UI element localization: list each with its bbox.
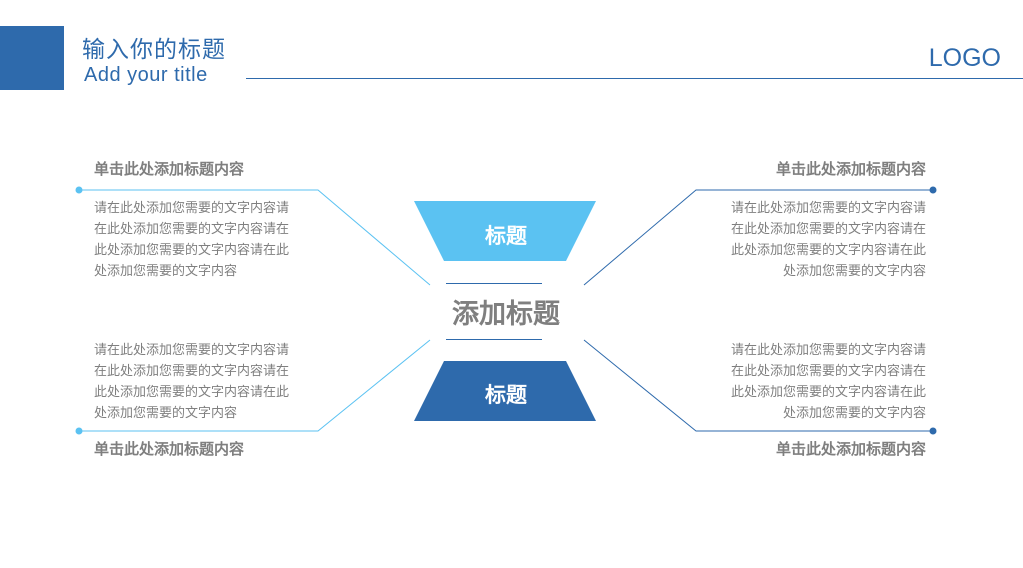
connector-dot-bottom-left [75, 427, 83, 435]
item-body-bottom-left: 请在此处添加您需要的文字内容请在此处添加您需要的文字内容请在此处添加您需要的文字… [94, 343, 290, 421]
connector-line-top-right [583, 189, 933, 286]
page-title-en: Add your title [84, 64, 208, 86]
top-trapezoid [414, 201, 596, 261]
item-body-top-left: 请在此处添加您需要的文字内容请在此处添加您需要的文字内容请在此处添加您需要的文字… [94, 201, 290, 279]
page-title-cn: 输入你的标题 [82, 37, 226, 63]
bottom-trapezoid-label: 标题 [485, 383, 527, 407]
center-title: 添加标题 [452, 299, 560, 330]
item-body-bottom-right: 请在此处添加您需要的文字内容请在此处添加您需要的文字内容请在此处添加您需要的文字… [730, 343, 926, 421]
connector-line-top-left [79, 189, 431, 286]
connector-line-bottom-left [79, 339, 431, 432]
header-divider [246, 78, 1023, 79]
connector-dot-top-right [929, 186, 937, 194]
connector-line-bottom-right [583, 339, 933, 432]
item-heading-bottom-right: 单击此处添加标题内容 [775, 440, 926, 458]
item-heading-bottom-left: 单击此处添加标题内容 [94, 440, 245, 458]
item-heading-top-left: 单击此处添加标题内容 [94, 160, 245, 178]
item-heading-top-right: 单击此处添加标题内容 [775, 160, 926, 178]
connector-dot-top-left [75, 186, 83, 194]
center-rule-bottom [446, 339, 542, 340]
item-body-top-right: 请在此处添加您需要的文字内容请在此处添加您需要的文字内容请在此处添加您需要的文字… [730, 201, 926, 279]
logo: LOGO [928, 44, 1001, 72]
connector-dot-bottom-right [929, 427, 937, 435]
top-trapezoid-label: 标题 [485, 224, 527, 248]
bottom-trapezoid [414, 361, 596, 421]
center-rule-top [446, 283, 542, 284]
corner-accent-block [0, 26, 64, 90]
